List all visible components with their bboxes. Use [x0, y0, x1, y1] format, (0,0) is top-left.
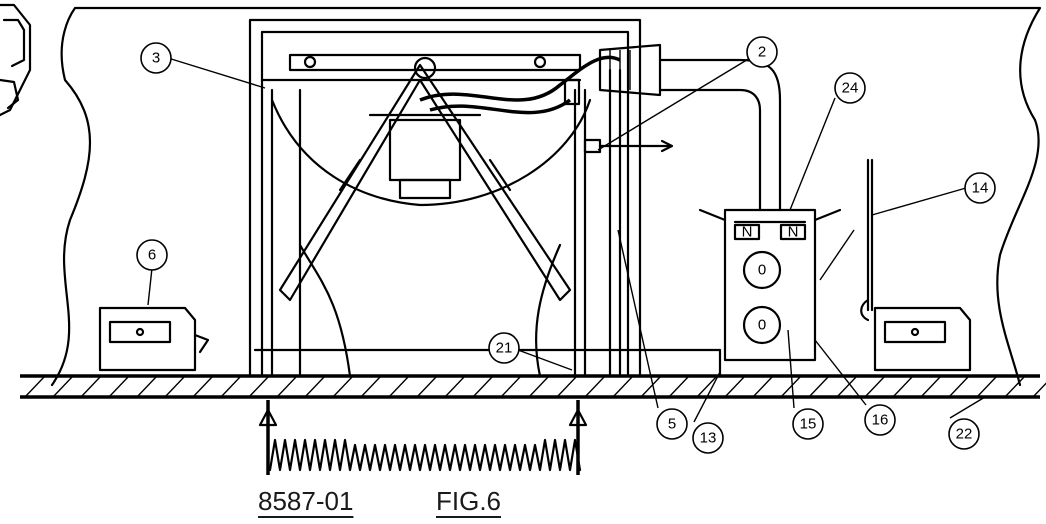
neutral-marking-right: N [788, 224, 799, 241]
bar-hanger [860, 158, 874, 322]
reflector-dome [270, 98, 592, 378]
ceiling-cutout-outline [50, 6, 1042, 387]
callout-label: 6 [148, 247, 156, 264]
flex-conduit [658, 58, 782, 212]
ceiling-hatch-line [20, 374, 1046, 399]
knockout-lower: 0 [758, 317, 766, 334]
callout-label: 15 [800, 416, 817, 433]
junction-box: N N 0 0 [698, 208, 842, 362]
callout-label: 5 [668, 416, 676, 433]
socket-assembly [278, 56, 572, 302]
callout-22: 22 [948, 418, 980, 450]
callout-2: 2 [746, 36, 778, 68]
callout-label: 22 [956, 426, 973, 443]
figure-caption: FIG.6 [436, 486, 502, 516]
neutral-marking-left: N [742, 224, 753, 241]
callout-label: 2 [758, 44, 766, 61]
trim-ring [258, 400, 588, 475]
ceiling-clip-left [98, 306, 210, 372]
callout-label: 24 [842, 80, 859, 97]
callout-16: 16 [864, 404, 896, 436]
wiring-harness [419, 43, 662, 115]
callout-14: 14 [964, 172, 996, 204]
callout-5: 5 [656, 408, 688, 440]
callout-21: 21 [488, 332, 520, 364]
callout-label: 13 [700, 430, 717, 447]
ceiling-clip-right [873, 306, 972, 372]
leader-lines [147, 57, 986, 423]
callout-layer: 3 2 24 14 6 21 5 13 15 16 22 [136, 36, 996, 454]
callout-6: 6 [136, 239, 168, 271]
callout-15: 15 [792, 408, 824, 440]
screw [583, 138, 674, 154]
callout-label: 3 [152, 50, 160, 67]
callout-label: 21 [496, 340, 513, 357]
callout-24: 24 [834, 72, 866, 104]
callout-13: 13 [692, 422, 724, 454]
mounting-rail [253, 348, 722, 378]
callout-label: 16 [872, 412, 889, 429]
callout-3: 3 [140, 42, 172, 74]
adjacent-fixture-partial [0, 3, 32, 117]
knockout-upper: 0 [758, 262, 766, 279]
callout-label: 14 [972, 180, 989, 197]
part-number-caption: 8587-01 [258, 486, 354, 516]
